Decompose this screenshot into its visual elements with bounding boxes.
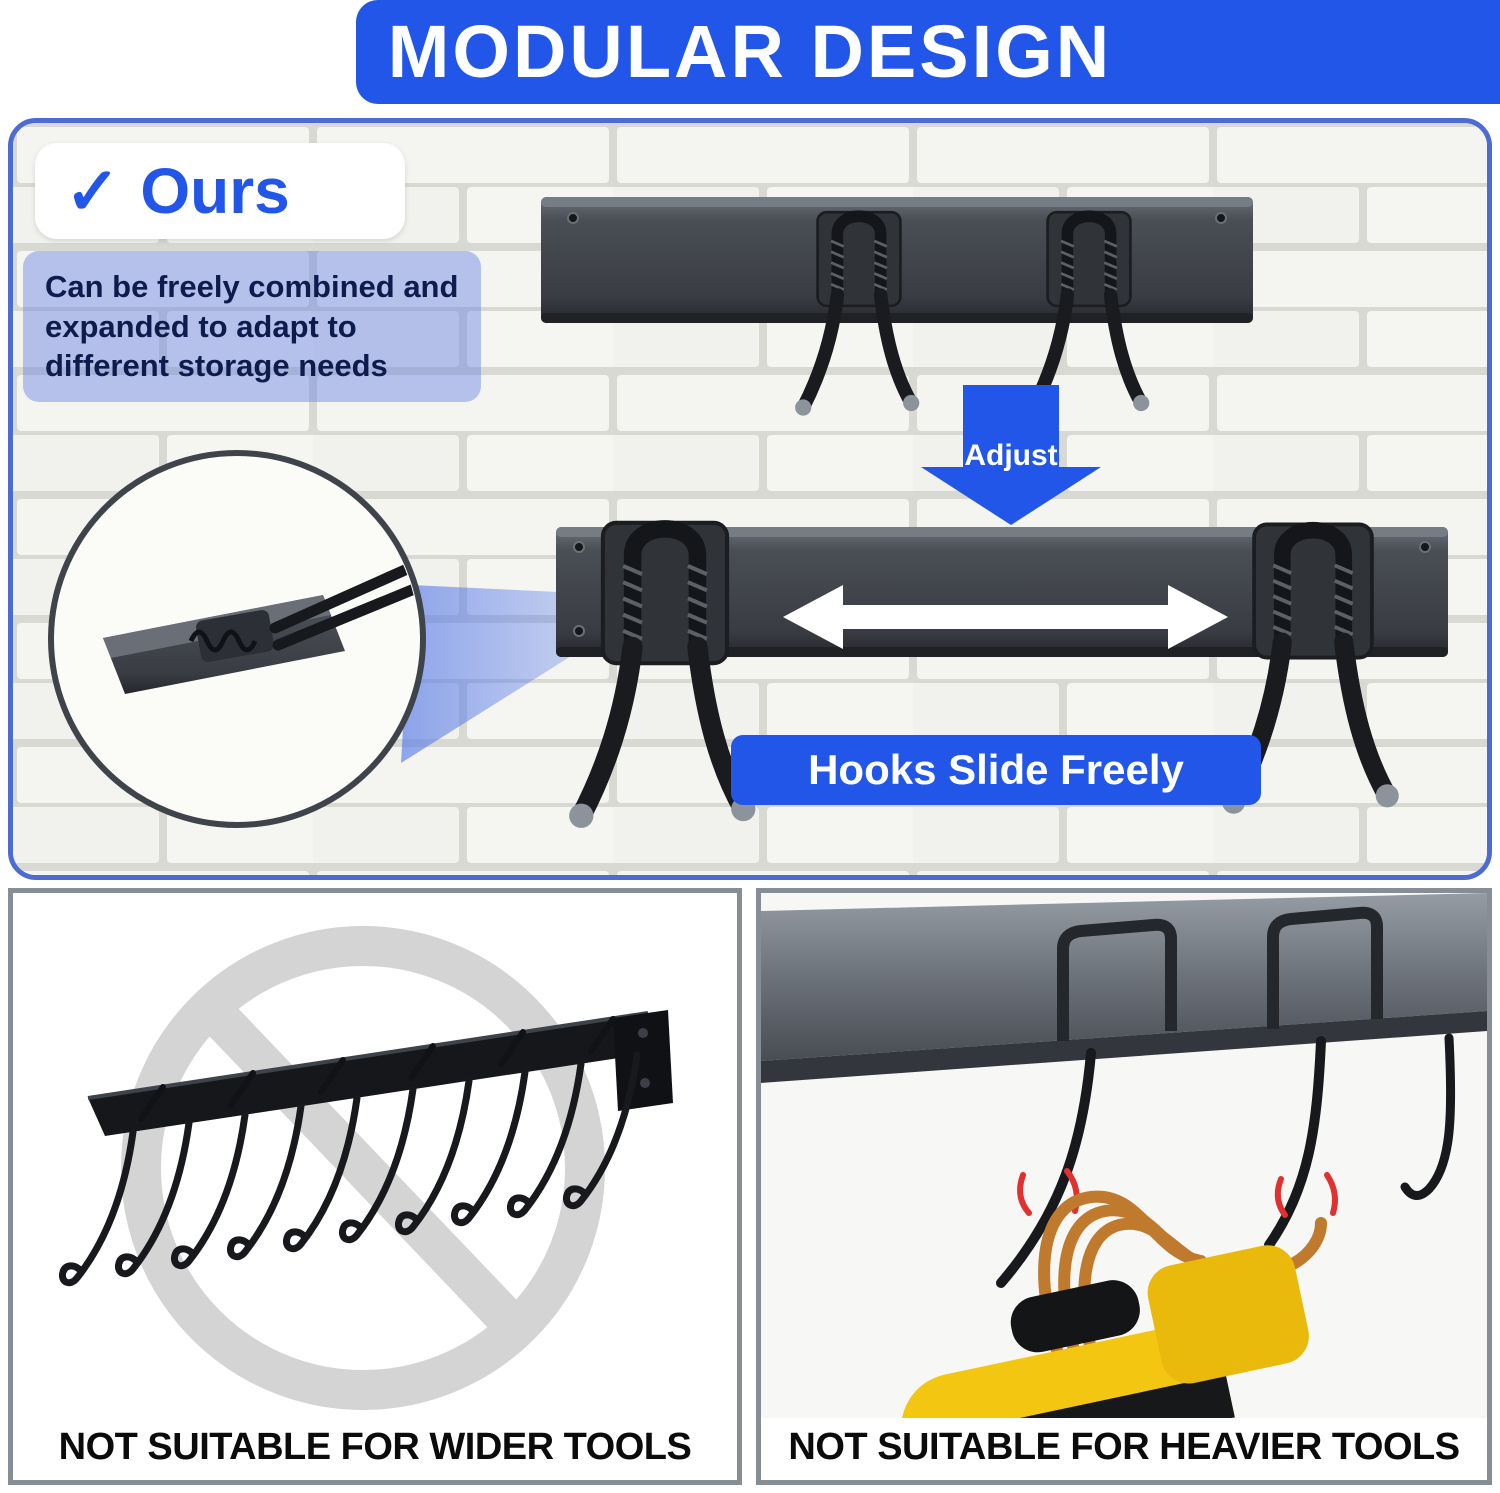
rail-hook-loop <box>1267 906 1383 1029</box>
wider-tools-figure: NOT SUITABLE FOR WIDER TOOLS <box>8 888 742 1485</box>
adjust-arrow-icon <box>921 385 1101 525</box>
slide-double-arrow-icon <box>783 585 1228 649</box>
check-icon: ✓ <box>65 154 121 228</box>
prohibition-icon <box>121 926 605 1410</box>
header-banner <box>356 0 1500 104</box>
thin-hooks <box>996 1033 1456 1288</box>
hooks-slide-freely-banner: Hooks Slide Freely <box>731 735 1261 805</box>
heavier-tools-figure: NOT SUITABLE FOR HEAVIER TOOLS <box>756 888 1492 1485</box>
wide-rack-illustration <box>13 926 673 1410</box>
wide-tool-rack <box>62 1010 673 1283</box>
slide-banner-label: Hooks Slide Freely <box>808 746 1184 793</box>
magnifier-callout <box>48 450 426 828</box>
ours-label: Ours <box>140 155 290 227</box>
ours-badge: ✓ Ours <box>35 143 405 239</box>
rail-closeup <box>761 893 1487 1083</box>
heavier-tools-caption: NOT SUITABLE FOR HEAVIER TOOLS <box>761 1418 1487 1476</box>
wider-tools-caption: NOT SUITABLE FOR WIDER TOOLS <box>13 1418 737 1476</box>
rack-back-stubs <box>138 1016 616 1122</box>
heavy-tool-illustration <box>761 893 1487 1418</box>
bottom-rail <box>556 527 1448 657</box>
power-tool <box>901 1245 1309 1418</box>
rail-hook-loop <box>1057 918 1177 1041</box>
stress-marks <box>1017 1168 1338 1218</box>
adjust-label: Adjust <box>964 439 1058 472</box>
page-title: MODULAR DESIGN <box>387 10 1113 93</box>
modular-design-panel: ✓ Ours Can be freely combined and expand… <box>8 118 1492 880</box>
ours-description: Can be freely combined and expanded to a… <box>23 251 481 403</box>
